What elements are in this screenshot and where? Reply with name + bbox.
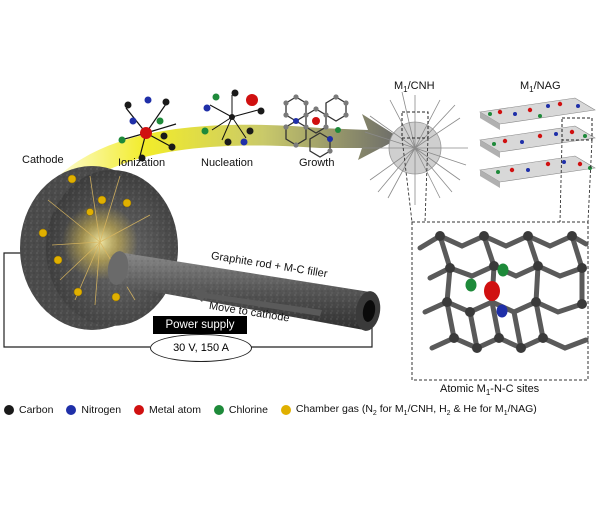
- nitrogen-dot-icon: [66, 405, 77, 416]
- legend-carbon: Carbon: [4, 404, 53, 416]
- move-to-cathode-arrow: [190, 287, 322, 316]
- atomic-sites-label: Atomic M1-N-C sites: [440, 383, 540, 398]
- process-arrow: [60, 114, 400, 192]
- nag-label: M1/NAG: [520, 80, 561, 95]
- ionization-label: Ionization: [118, 157, 166, 169]
- atomic-site-inset: [411, 221, 589, 381]
- growth-cluster: [283, 94, 349, 158]
- legend-chamber-gas: Chamber gas (N2 for M1/CNH, H2 & He for …: [280, 403, 537, 417]
- circuit-wire: [3, 252, 373, 348]
- power-supply-value: 30 V, 150 A: [150, 334, 252, 362]
- chamber-gas-atoms: [38, 174, 132, 302]
- zoom-lines: [401, 137, 593, 223]
- nag-stack: [479, 97, 596, 188]
- cnh-label: M1/CNH: [394, 80, 435, 95]
- cathode-label: Cathode: [22, 154, 64, 166]
- chamber-gas-dot-icon: [280, 405, 291, 416]
- cnh-zoom-box: [401, 111, 429, 139]
- legend-chlorine: Chlorine: [213, 404, 268, 416]
- metal-dot-icon: [134, 405, 144, 416]
- nag-zoom-box: [561, 117, 593, 141]
- nucleation-cluster: [201, 89, 265, 146]
- carbon-dot-icon: [4, 405, 14, 416]
- legend-metal-atom: Metal atom: [134, 404, 201, 416]
- nucleation-label: Nucleation: [201, 157, 253, 169]
- legend-nitrogen: Nitrogen: [66, 404, 121, 416]
- ionization-cluster: [118, 96, 177, 162]
- power-supply-label: Power supply: [153, 316, 247, 334]
- legend: Carbon Nitrogen Metal atom Chlorine Cham…: [4, 403, 598, 419]
- radiating-lines: [47, 175, 151, 306]
- chlorine-dot-icon: [213, 405, 224, 416]
- growth-label: Growth: [299, 157, 335, 169]
